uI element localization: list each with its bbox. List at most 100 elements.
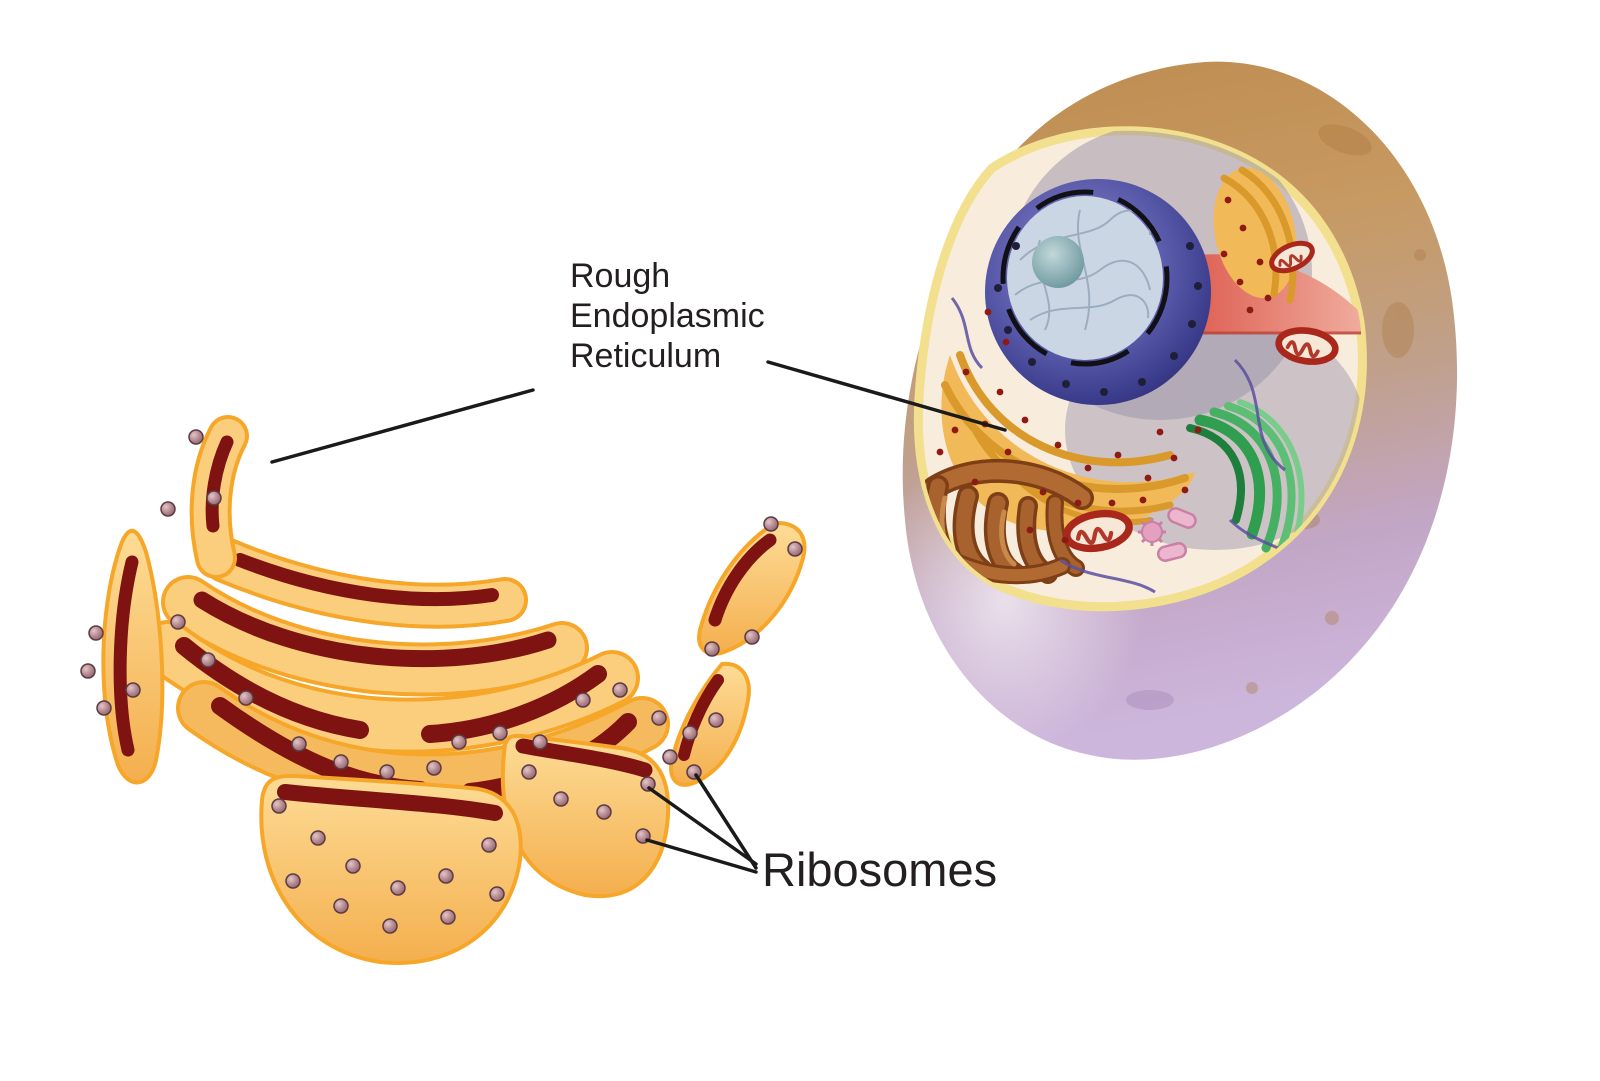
cell-ribosome-dot	[1264, 294, 1272, 302]
ribosome-dot	[382, 918, 398, 934]
cell-ribosome-dot	[1114, 451, 1122, 459]
ribosome-dot	[200, 652, 216, 668]
nuclear-pore	[1028, 358, 1036, 366]
er-lumen	[421, 665, 607, 743]
nuclear-pore-dots	[994, 242, 1202, 396]
ribosome-dot	[763, 516, 779, 532]
cell-ribosome-dot	[984, 308, 992, 316]
ribosome-dot	[440, 909, 456, 925]
label-rough-er-line1: Rough	[570, 257, 670, 295]
cell-ribosome-dot	[1224, 196, 1232, 204]
er-lumen	[277, 784, 503, 821]
label-rough-er-line2: Endoplasmic	[570, 297, 765, 335]
ribosome-dot	[744, 629, 760, 645]
cell-ribosome-dot	[936, 448, 944, 456]
cell-ribosome-dot	[1170, 454, 1178, 462]
ribosome-dot	[481, 837, 497, 853]
cell-ribosome-dot	[996, 388, 1004, 396]
ribosome-dot	[333, 754, 349, 770]
er-cisterna	[161, 575, 589, 697]
cell-ribosome-dot	[1021, 416, 1029, 424]
ribosome-dot	[651, 710, 667, 726]
ribosome-dot	[390, 880, 406, 896]
cell-ribosome-dot	[1108, 499, 1116, 507]
centriole	[1138, 507, 1197, 562]
label-ribosomes: Ribosomes	[762, 843, 997, 896]
nuclear-pore	[1100, 388, 1108, 396]
leader-line	[645, 838, 758, 874]
ribosome-dot	[553, 791, 569, 807]
nuclear-envelope	[1000, 189, 1170, 367]
label-rough-er: Rough Endoplasmic Reticulum	[570, 257, 765, 375]
ribosome-dot	[489, 886, 505, 902]
ribosome-dot	[682, 725, 698, 741]
ribosome-dot	[521, 764, 537, 780]
ribosome-dots	[80, 429, 803, 934]
ribosome-dot	[575, 692, 591, 708]
cell-ribosome-dot	[1144, 474, 1152, 482]
ribosome-dot	[96, 700, 112, 716]
cell-ribosome-dot	[1194, 426, 1202, 434]
ribosome-dot	[596, 804, 612, 820]
ribosome-dot	[206, 490, 222, 506]
cell-ribosome-dot	[1004, 448, 1012, 456]
cell-ribosome-dot	[1002, 338, 1010, 346]
ribosome-dot	[345, 858, 361, 874]
cell-illustration	[865, 61, 1458, 760]
er-lumen	[678, 674, 724, 761]
cell-ribosome-dot	[962, 368, 970, 376]
cell-ribosome-dot	[1139, 496, 1147, 504]
er-lumen	[113, 555, 139, 757]
ribosome-dot	[492, 725, 508, 741]
cell-ribosome-dot	[1084, 464, 1092, 472]
cell-ribosome-dot	[1236, 278, 1244, 286]
ribosome-dot	[285, 873, 301, 889]
cell-ribosome-dot	[1061, 536, 1069, 544]
ribosome-dot	[787, 541, 803, 557]
cell-ribosome-dots	[936, 196, 1272, 544]
er-lumen	[708, 533, 777, 627]
ribosome-dot	[238, 690, 254, 706]
er-cisterna	[101, 528, 165, 785]
cell-ribosome-dot	[971, 478, 979, 486]
label-rough-er-line3: Reticulum	[570, 337, 721, 375]
nuclear-pore	[1012, 242, 1020, 250]
cell-ribosome-dot	[1026, 526, 1034, 534]
annotations: Rough Endoplasmic Reticulum Ribosomes	[270, 257, 1007, 896]
nuclear-pore	[1004, 326, 1012, 334]
ribosome-dot	[125, 682, 141, 698]
leader-line	[647, 786, 758, 866]
ribosome-dot	[170, 614, 186, 630]
cell-ribosome-dot	[1220, 250, 1228, 258]
nucleus	[985, 179, 1211, 405]
ribosome-dot	[451, 734, 467, 750]
cell-ribosome-dot	[1181, 486, 1189, 494]
cell-ribosome-dot	[1039, 488, 1047, 496]
ribosome-dot	[426, 760, 442, 776]
ribosome-dot	[532, 734, 548, 750]
nuclear-pore	[1170, 352, 1178, 360]
ribosome-dot	[333, 898, 349, 914]
cell-ribosome-dot	[951, 426, 959, 434]
nucleolus	[1032, 236, 1084, 288]
nuclear-pore	[1138, 378, 1146, 386]
nuclear-pore	[1188, 320, 1196, 328]
golgi-apparatus	[1186, 399, 1305, 571]
ribosome-dot	[291, 736, 307, 752]
ribosome-dot	[708, 712, 724, 728]
cell-ribosome-dot	[1156, 428, 1164, 436]
ribosome-dot	[662, 749, 678, 765]
nuclear-pore	[1194, 282, 1202, 290]
ribosome-dot	[310, 830, 326, 846]
er-cisterna	[500, 733, 671, 899]
cell-ribosome-dot	[1074, 499, 1082, 507]
ribosome-dot	[612, 682, 628, 698]
ribosome-dot	[704, 641, 720, 657]
cell-ribosome-dot	[1256, 258, 1264, 266]
nuclear-pore	[994, 284, 1002, 292]
cell-ribosome-dot	[1239, 224, 1247, 232]
er-lumen	[233, 553, 499, 607]
er-cisterna	[697, 520, 807, 656]
ribosome-dot	[640, 776, 656, 792]
